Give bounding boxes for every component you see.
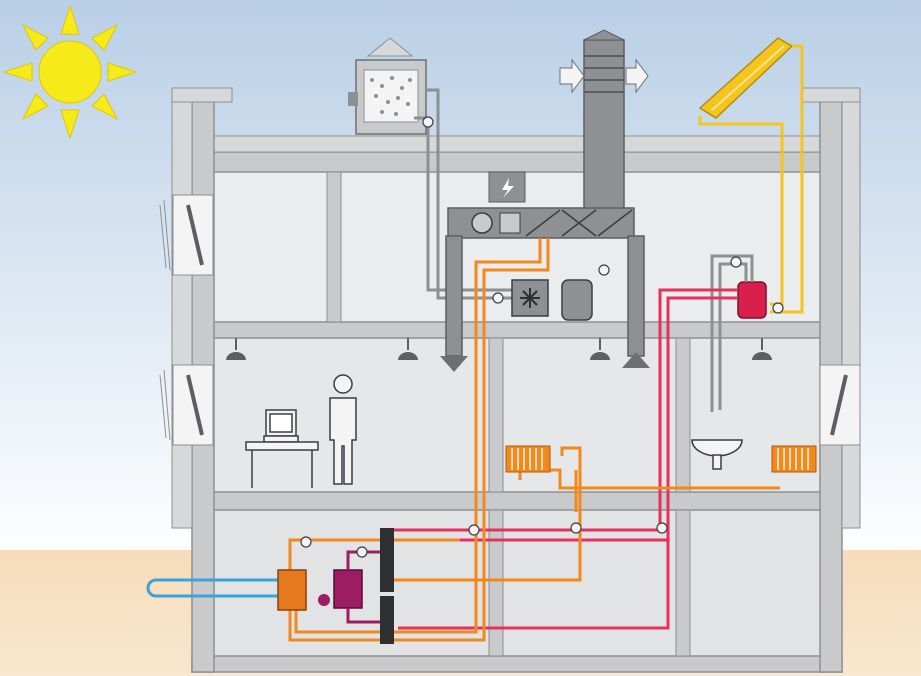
floor-slab-1 (192, 322, 842, 338)
air-handling-unit (448, 208, 634, 238)
column-base-right (676, 510, 690, 656)
base-slab (192, 656, 842, 672)
radiator-icon (506, 446, 550, 472)
sun-icon (4, 6, 136, 138)
column-mid (489, 338, 503, 492)
lightning-icon (489, 172, 525, 202)
wall-left-cap (172, 88, 232, 102)
column-top-left (327, 172, 341, 322)
wall-right-cap (802, 88, 860, 102)
radiator-icon (772, 446, 816, 472)
wall-left-outer (172, 88, 192, 528)
monitor-icon (264, 410, 298, 442)
column-mid-right (676, 338, 690, 492)
roof-slab (192, 152, 842, 172)
boiler (278, 570, 306, 610)
wall-right-outer (842, 88, 860, 528)
fan-icon (512, 280, 548, 316)
roof-parapet (214, 136, 820, 152)
floor-slab-2 (192, 492, 842, 510)
storage-manifold (380, 528, 394, 644)
buffer-tank (562, 280, 592, 320)
hot-water-tank (738, 282, 766, 318)
column-base-mid (489, 510, 503, 656)
